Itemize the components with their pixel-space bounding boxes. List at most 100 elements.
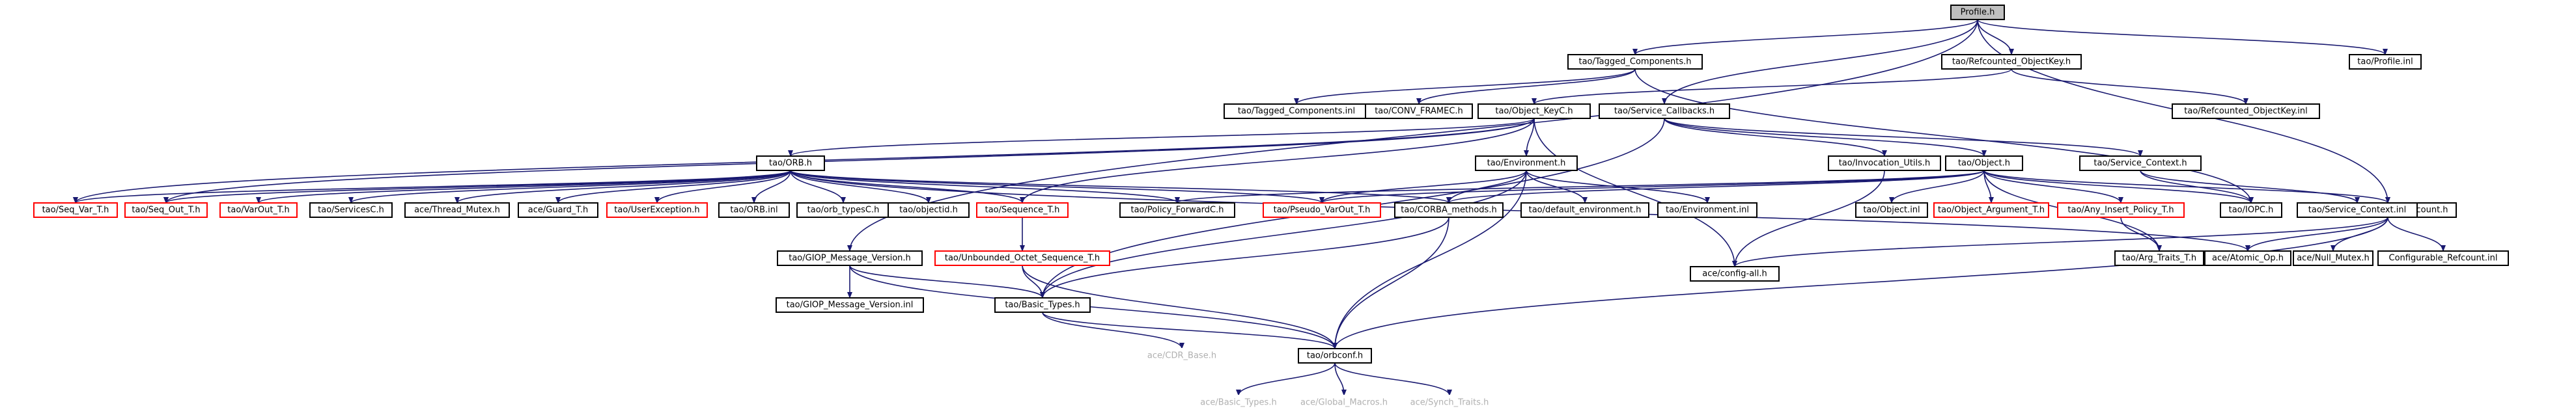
node-ace-global-macros-h[interactable]: ace/Global_Macros.h [1286, 395, 1402, 410]
node-label: tao/default_environment.h [1529, 206, 1642, 215]
node-profile-h[interactable]: Profile.h [1950, 5, 2005, 20]
edge-unbounded_octet-to-orbconf [1022, 265, 1337, 349]
node-label: tao/IOPC.h [2229, 206, 2274, 215]
edge-profile-to-profile_inl [1977, 19, 2388, 55]
node-tao-conv-framec-h[interactable]: tao/CONV_FRAMEC.h [1365, 103, 1473, 119]
edge-profile-to-refcounted_objkey_h [1977, 19, 2014, 55]
node-label: tao/Sequence_T.h [985, 206, 1060, 215]
node-ace-synch-traits-h[interactable]: ace/Synch_Traits.h [1397, 395, 1502, 410]
node-box [1475, 155, 1578, 171]
edge-service_context_h-to-service_context_inl [2140, 170, 2360, 204]
node-label: tao/Object.h [1958, 159, 2010, 168]
node-label: tao/Tagged_Components.h [1578, 57, 1691, 67]
edge-orbconf-to-synch_traits [1334, 362, 1452, 396]
node-ace-guard-t-h[interactable]: ace/Guard_T.h [518, 202, 598, 218]
node-ace-config-all-h[interactable]: ace/config-all.h [1690, 266, 1780, 282]
node-tao-object-keyc-h[interactable]: tao/Object_KeyC.h [1477, 103, 1591, 119]
node-tao-basic-types-h[interactable]: tao/Basic_Types.h [994, 297, 1091, 313]
node-tao-orb-typesc-h[interactable]: tao/orb_typesC.h [796, 202, 890, 218]
node-tao-unbounded-octet-sequence-t-h[interactable]: tao/Unbounded_Octet_Sequence_T.h [934, 250, 1110, 266]
node-tao-object-h[interactable]: tao/Object.h [1945, 155, 2023, 171]
node-tao-refcounted-objectkey-inl[interactable]: tao/Refcounted_ObjectKey.inl [2172, 103, 2320, 119]
edge-configurable_refcount-to-orbconf [1332, 217, 2388, 349]
node-tao-service-context-inl[interactable]: tao/Service_Context.inl [2297, 202, 2418, 218]
dependency-edges [73, 19, 2446, 396]
node-box [404, 202, 510, 218]
node-tao-orb-inl[interactable]: tao/ORB.inl [718, 202, 790, 218]
node-ace-null-mutex-h[interactable]: ace/Null_Mutex.h [2293, 250, 2373, 266]
node-tao-seq-out-t-h[interactable]: tao/Seq_Out_T.h [124, 202, 208, 218]
node-tao-any-insert-policy-t-h[interactable]: tao/Any_Insert_Policy_T.h [2057, 202, 2185, 218]
node-tao-orbconf-h[interactable]: tao/orbconf.h [1298, 348, 1372, 364]
node-box [1933, 202, 2049, 218]
node-tao-orb-h[interactable]: tao/ORB.h [756, 155, 825, 171]
node-label: tao/Service_Callbacks.h [1614, 107, 1715, 116]
node-tao-pseudo-varout-t-h[interactable]: tao/Pseudo_VarOut_T.h [1263, 202, 1381, 218]
node-tao-corba-methods-h[interactable]: tao/CORBA_methods.h [1394, 202, 1504, 218]
node-box [1941, 54, 2082, 70]
node-tao-giop-message-version-inl[interactable]: tao/GIOP_Message_Version.inl [776, 297, 924, 313]
node-tao-policy-forwardc-h[interactable]: tao/Policy_ForwardC.h [1119, 202, 1235, 218]
edge-environment_h-to-corba_methods [1446, 170, 1527, 204]
node-box [2172, 103, 2320, 119]
edge-orb_h-to-pseudo_varout [790, 170, 1324, 204]
node-tao-tagged-components-inl[interactable]: tao/Tagged_Components.inl [1224, 103, 1369, 119]
node-ace-thread-mutex-h[interactable]: ace/Thread_Mutex.h [404, 202, 510, 218]
node-tao-servicesc-h[interactable]: tao/ServicesC.h [309, 202, 393, 218]
node-tao-objectid-h[interactable]: tao/objectid.h [888, 202, 970, 218]
node-label: tao/Profile.inl [2357, 57, 2413, 67]
edge-unbounded_octet-to-basic_types [1022, 265, 1045, 299]
edge-object_keyc-to-seq_out [163, 118, 1535, 204]
node-tao-iopc-h[interactable]: tao/IOPC.h [2220, 202, 2282, 218]
node-tao-profile-inl[interactable]: tao/Profile.inl [2349, 54, 2422, 70]
node-box [518, 202, 598, 218]
node-tao-service-callbacks-h[interactable]: tao/Service_Callbacks.h [1599, 103, 1730, 119]
node-tao-environment-h[interactable]: tao/Environment.h [1475, 155, 1578, 171]
edge-orb_h-to-guard_t [555, 170, 791, 204]
edge-giop_version_h-to-orbconf [849, 265, 1337, 349]
edge-orb_h-to-thread_mutex [455, 170, 791, 204]
node-tao-userexception-h[interactable]: tao/UserException.h [606, 202, 708, 218]
node-box [124, 202, 208, 218]
node-box [1365, 103, 1473, 119]
node-tao-service-context-h[interactable]: tao/Service_Context.h [2079, 155, 2202, 171]
node-tao-refcounted-objectkey-h[interactable]: tao/Refcounted_ObjectKey.h [1941, 54, 2082, 70]
edge-object_h-to-object_inl [1889, 170, 1985, 204]
graph-nodes: Profile.h tao/Tagged_Components.h tao/Refc… [33, 5, 2509, 410]
edge-orb_h-to-objectid [790, 170, 931, 204]
node-box [2349, 54, 2422, 70]
node-tao-environment-inl[interactable]: tao/Environment.inl [1657, 202, 1757, 218]
node-label: Profile.h [1961, 8, 1995, 18]
node-tao-object-argument-t-h[interactable]: tao/Object_Argument_T.h [1933, 202, 2049, 218]
node-box [1945, 155, 2023, 171]
node-tao-tagged-components-h[interactable]: tao/Tagged_Components.h [1567, 54, 1703, 70]
node-tao-default-environment-h[interactable]: tao/default_environment.h [1520, 202, 1649, 218]
node-box [1477, 103, 1591, 119]
node-tao-invocation-utils-h[interactable]: tao/Invocation_Utils.h [1828, 155, 1941, 171]
edge-configurable_refcount-to-configurable_refcount_inl [2387, 217, 2446, 252]
node-box [1855, 202, 1928, 218]
node-tao-object-inl[interactable]: tao/Object.inl [1855, 202, 1928, 218]
node-configurable-refcount-inl[interactable]: Configurable_Refcount.inl [2377, 250, 2509, 266]
edge-orb_h-to-orb_inl [751, 170, 791, 204]
node-tao-giop-message-version-h[interactable]: tao/GIOP_Message_Version.h [777, 250, 923, 266]
node-label: tao/ORB.h [769, 159, 812, 168]
node-ace-cdr-base-h[interactable]: ace/CDR_Base.h [1139, 348, 1225, 364]
node-ace-atomic-op-h[interactable]: ace/Atomic_Op.h [2204, 250, 2291, 266]
node-label: tao/VarOut_T.h [227, 206, 289, 215]
node-box [2204, 250, 2291, 266]
node-tao-arg-traits-t-h[interactable]: tao/Arg_Traits_T.h [2114, 250, 2204, 266]
edge-profile-to-service_callbacks [1662, 19, 1978, 105]
node-tao-varout-t-h[interactable]: tao/VarOut_T.h [219, 202, 298, 218]
node-tao-seq-var-t-h[interactable]: tao/Seq_Var_T.h [33, 202, 118, 218]
node-tao-sequence-t-h[interactable]: tao/Sequence_T.h [976, 202, 1069, 218]
edge-service_callbacks-to-invocation_utils [1664, 118, 1887, 157]
node-box [888, 202, 970, 218]
edge-basic_types-to-orbconf [1042, 312, 1337, 349]
node-label: ace/Thread_Mutex.h [414, 206, 500, 215]
node-label: tao/ServicesC.h [318, 206, 384, 215]
node-ace-basic-types-h[interactable]: ace/Basic_Types.h [1190, 395, 1287, 410]
node-box [1690, 266, 1780, 282]
node-box [1139, 348, 1225, 364]
